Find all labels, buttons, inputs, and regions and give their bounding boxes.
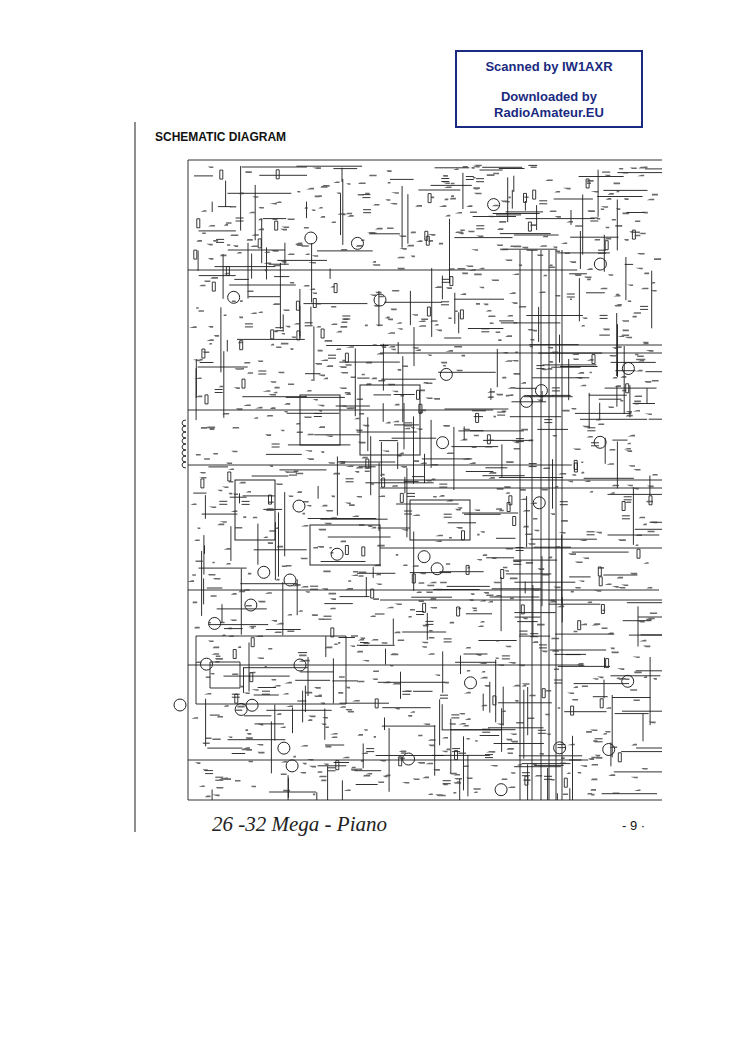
- transistor-symbol: [305, 232, 317, 244]
- watermark-text: Scanned by IW1AXR: [463, 59, 635, 75]
- transistor-symbol: [258, 566, 270, 578]
- transistor-symbol: [594, 436, 606, 448]
- page-number: - 9 ·: [622, 818, 645, 833]
- transistor-symbol: [437, 437, 449, 449]
- transistor-symbol: [488, 199, 500, 211]
- ic-outline: [310, 525, 380, 565]
- page-edge-line: [134, 122, 135, 832]
- transistor-symbol: [200, 658, 212, 670]
- wiring: [182, 160, 662, 800]
- transistor-symbol: [278, 742, 290, 754]
- transistor-symbol: [286, 760, 298, 772]
- transistor-symbol: [331, 548, 343, 560]
- transistor-symbol: [465, 677, 477, 689]
- scan-print-marks: [187, 165, 661, 797]
- ic-outline: [235, 480, 275, 540]
- diagram-title: SCHEMATIC DIAGRAM: [155, 130, 286, 144]
- transistor-symbol: [246, 699, 258, 711]
- transistor-symbol: [622, 675, 634, 687]
- watermark-text: Downloaded by RadioAmateur.EU: [463, 89, 635, 121]
- transistor-symbol: [351, 237, 363, 249]
- transistor-symbol: [495, 784, 507, 796]
- transistor-symbol: [535, 385, 547, 397]
- ic-outline: [410, 500, 470, 540]
- transistor-symbol: [440, 368, 452, 380]
- transistor-symbol: [594, 258, 606, 270]
- transistor-symbol: [235, 703, 247, 715]
- transistor-symbol: [603, 744, 615, 756]
- transistor-symbol: [431, 563, 443, 575]
- transistor-symbol: [174, 699, 186, 711]
- watermark-box: Scanned by IW1AXR Downloaded by RadioAmat…: [455, 50, 643, 128]
- ic-outline: [300, 395, 340, 445]
- ic-outline: [360, 385, 420, 455]
- transistor-symbol: [554, 742, 566, 754]
- transistor-symbol: [520, 395, 532, 407]
- transistor-symbol: [418, 551, 430, 563]
- component-symbols: [194, 170, 652, 787]
- ic-outlines: [235, 385, 470, 565]
- transistor-symbol: [622, 362, 634, 374]
- handwritten-note: 26 -32 Mega - Piano: [212, 812, 387, 837]
